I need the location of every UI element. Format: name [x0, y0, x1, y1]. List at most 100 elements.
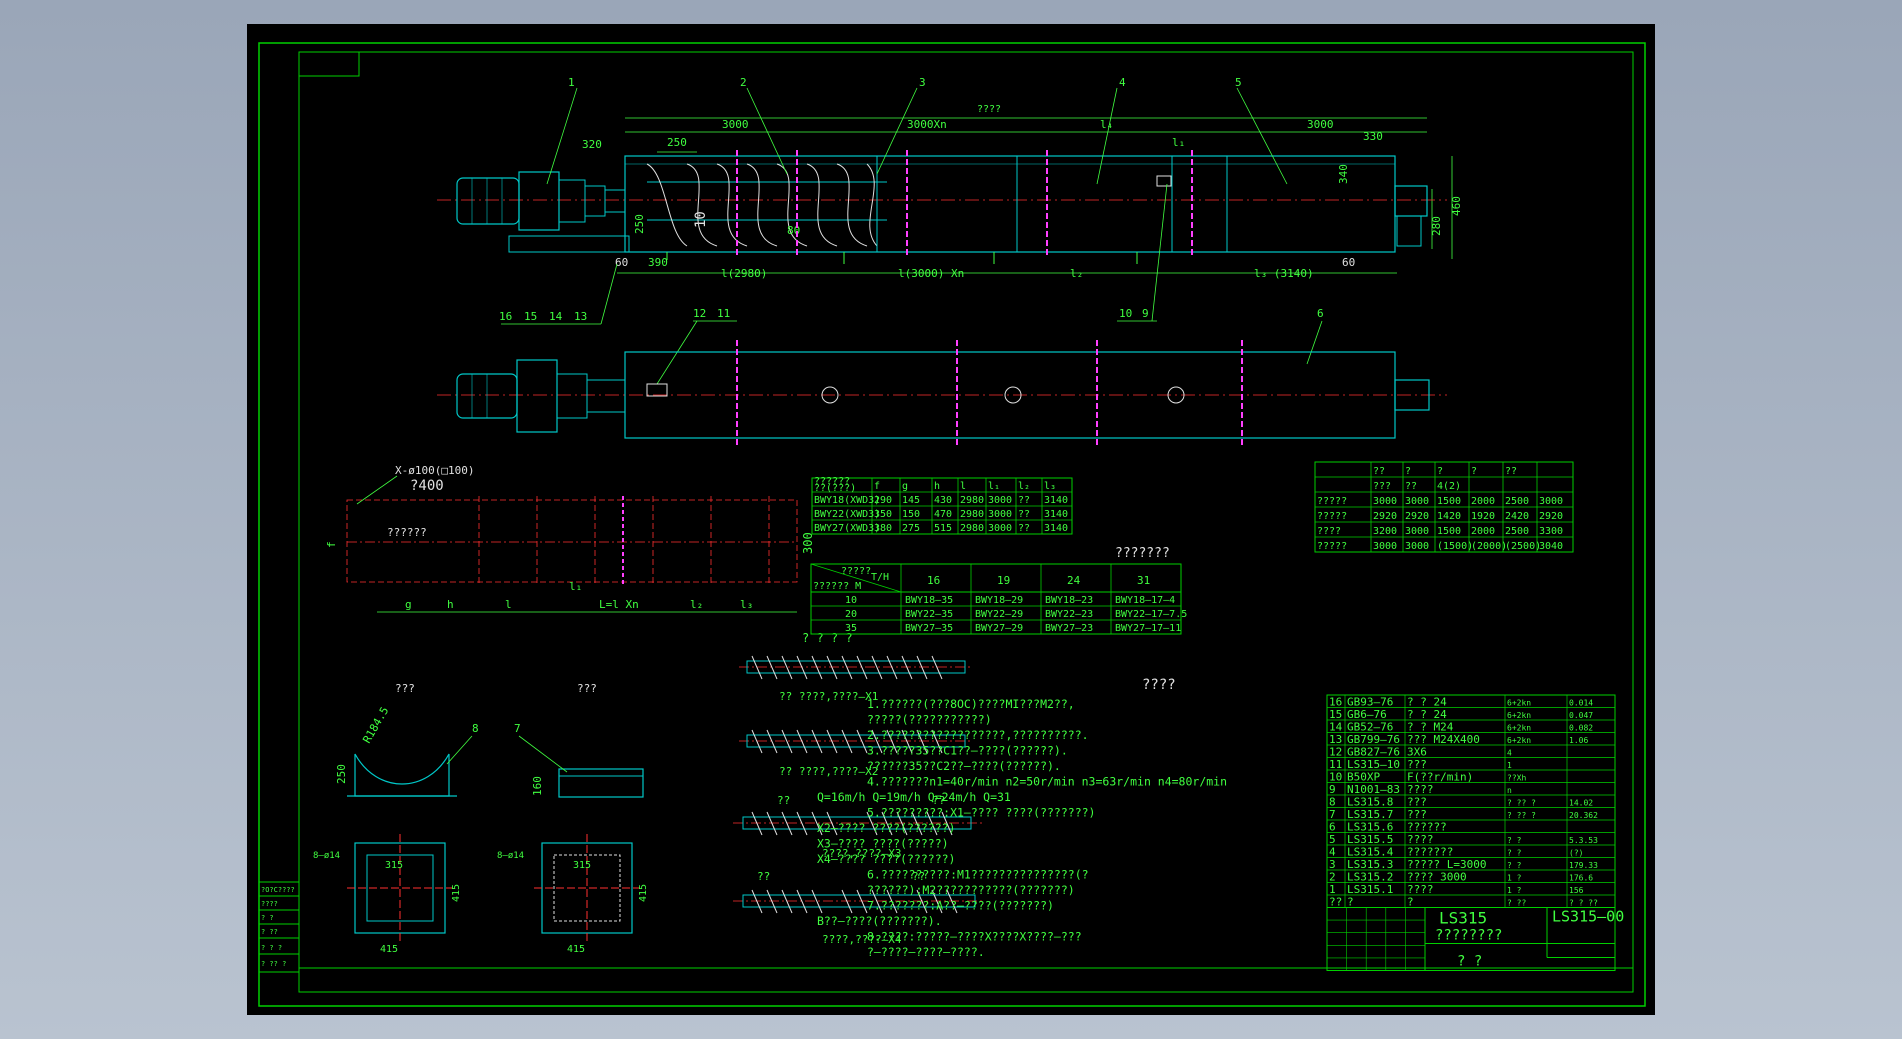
note-line-6: Q=16m/h Q=19m/h Q=24m/h Q=31 — [817, 790, 1011, 804]
screw-x3-mark-b: ?? — [932, 794, 945, 807]
strip-text-0: ?O?C???? — [261, 886, 295, 894]
note-line-16: ?–????–????–????. — [867, 945, 985, 959]
param-table-cell: l₁ — [988, 481, 1000, 492]
bom-cell: 5.3.53 — [1569, 836, 1598, 845]
dim-60-right: 60 — [1342, 256, 1355, 269]
flange-right-inner: 315 — [573, 860, 591, 871]
motor-col-2: 24 — [1067, 574, 1081, 587]
support-num-8: 8 — [472, 722, 479, 735]
bom-cell: 12 — [1329, 746, 1342, 759]
note-line-3: 3.?????35??C1??–????(??????). — [867, 744, 1068, 758]
note-line-5: 4.???????n1=40r/min n2=50r/min n3=63r/mi… — [867, 775, 1227, 789]
param-table-cell: BWY22(XWD3) — [814, 509, 880, 520]
bom-cell: GB799–76 — [1347, 733, 1400, 746]
motor-corner-bot: ?????? M — [813, 581, 861, 592]
bom-cell: 6+2kn — [1507, 724, 1531, 733]
bom-cell: ? ? 24 — [1407, 696, 1447, 709]
bom-cell: 6+2kn — [1507, 711, 1531, 720]
motor-cell: BWY18–17–4 — [1115, 595, 1175, 606]
note-line-9: X3–???? ????(?????) — [817, 837, 949, 851]
dim-320: 320 — [582, 138, 602, 151]
param-table-cell: h — [934, 481, 940, 492]
company-name: ? ? — [1457, 954, 1482, 970]
dim-3000xn: 3000Xn — [907, 118, 947, 131]
bom-cell: ????? L=3000 — [1407, 858, 1486, 871]
length-table-cell: 2920 — [1539, 511, 1563, 522]
param-table-cell: 380 — [874, 523, 892, 534]
param-table-cell: g — [902, 481, 908, 492]
bom-cell: 1 — [1329, 883, 1336, 896]
bom-cell: 179.33 — [1569, 861, 1598, 870]
flange-left-outer-h: 415 — [380, 944, 398, 955]
bom-cell: n — [1507, 786, 1512, 795]
support-label-b: ??? — [577, 682, 597, 695]
dim-390: 390 — [648, 256, 668, 269]
bom-cell: GB827–76 — [1347, 746, 1400, 759]
param-table-cell: 430 — [934, 495, 952, 506]
note-line-14: B??–????(???????). — [817, 914, 942, 928]
callout-5: 5 — [1235, 76, 1242, 89]
dim-460: 460 — [1450, 196, 1463, 216]
total-length-label: ???? — [977, 104, 1001, 115]
conveyor-plan-view — [437, 340, 1447, 448]
param-table-cell: 515 — [934, 523, 952, 534]
foundation-plan: X-ø100(□100) ?400 ?????? 300 f g h l l₁ … — [325, 464, 815, 613]
foundation-dim-h: h — [447, 598, 454, 611]
motor-col-3: 31 — [1137, 574, 1150, 587]
param-table-cell: 470 — [934, 509, 952, 520]
callout-4: 4 — [1119, 76, 1126, 89]
bom-cell: ??? — [1407, 758, 1427, 771]
support-details: ??? ??? R184.5 8 250 7 160 — [335, 682, 644, 798]
bom-cell: ??? — [1407, 796, 1427, 809]
length-table-cell: 2920 — [1373, 511, 1397, 522]
callout-13: 13 — [574, 310, 587, 323]
param-table-cell: 2980 — [960, 495, 984, 506]
bom-cell: 156 — [1569, 886, 1584, 895]
bom-cell: ? — [1347, 896, 1354, 909]
length-table-cell: 4(2) — [1437, 481, 1461, 492]
length-table-cell: 3000 — [1405, 526, 1429, 537]
bom-cell: ???? — [1407, 833, 1434, 846]
flange-left-bolts: 8–ø14 — [313, 851, 340, 861]
length-table-cell: 1420 — [1437, 511, 1461, 522]
corner-box — [298, 51, 360, 77]
bom-cell: LS315.6 — [1347, 821, 1393, 834]
screw-x3: ?? ?? ????,????–X3 — [733, 794, 982, 860]
screw-x4: ?? ?? ????,????–X4 — [733, 870, 985, 946]
callout-11: 11 — [717, 307, 730, 320]
support-h-250: 250 — [335, 764, 348, 784]
drawing-code: LS315–00 — [1552, 908, 1624, 926]
foundation-center-label: ?????? — [387, 526, 427, 539]
callout-9: 9 — [1142, 307, 1149, 320]
length-table-cell: 1500 — [1437, 496, 1461, 507]
bom-cell: ???? 3000 — [1407, 871, 1467, 884]
screw-flight-top — [646, 163, 887, 247]
bom-cell: 14 — [1329, 721, 1343, 734]
param-table-cell: f — [874, 481, 880, 492]
notes-title: ???? — [1142, 677, 1176, 693]
note-line-0: 1.??????(???8OC)????MI???M2??, — [867, 697, 1075, 711]
dim-280: 280 — [1430, 216, 1443, 236]
note-line-15: 8.????:?????–????X????X????–??? — [867, 930, 1082, 944]
param-table-cell: ?? — [1018, 523, 1030, 534]
length-table-cell: (2000) — [1471, 541, 1507, 552]
outer-frame — [258, 42, 1646, 1007]
dim-250: 250 — [667, 136, 687, 149]
foundation-sub-label: ?400 — [410, 478, 444, 494]
bom-cell: ???? — [1407, 783, 1434, 796]
motor-cell: BWY18–35 — [905, 595, 953, 606]
bom-cell: 1 ? — [1507, 874, 1522, 883]
motor-cell: BWY27–35 — [905, 623, 953, 634]
motor-table-title: ??????? — [1115, 546, 1170, 561]
flange-details: 8–ø14 315 415 415 8–ø14 315 415 415 — [313, 834, 649, 955]
motor-cell: BWY27–17–11 — [1115, 623, 1181, 634]
foundation-dim-l3: l₃ — [740, 598, 753, 611]
dim-3000-b: 3000 — [1307, 118, 1334, 131]
dim-l3000xn: l(3000) Xn — [898, 267, 964, 280]
foundation-dim-lxn: L=l Xn — [599, 598, 639, 611]
bom-cell: LS315.4 — [1347, 846, 1394, 859]
length-table-cell: ???? — [1317, 526, 1341, 537]
flange-right-bolts: 8–ø14 — [497, 851, 524, 861]
bom-cell: 15 — [1329, 708, 1342, 721]
